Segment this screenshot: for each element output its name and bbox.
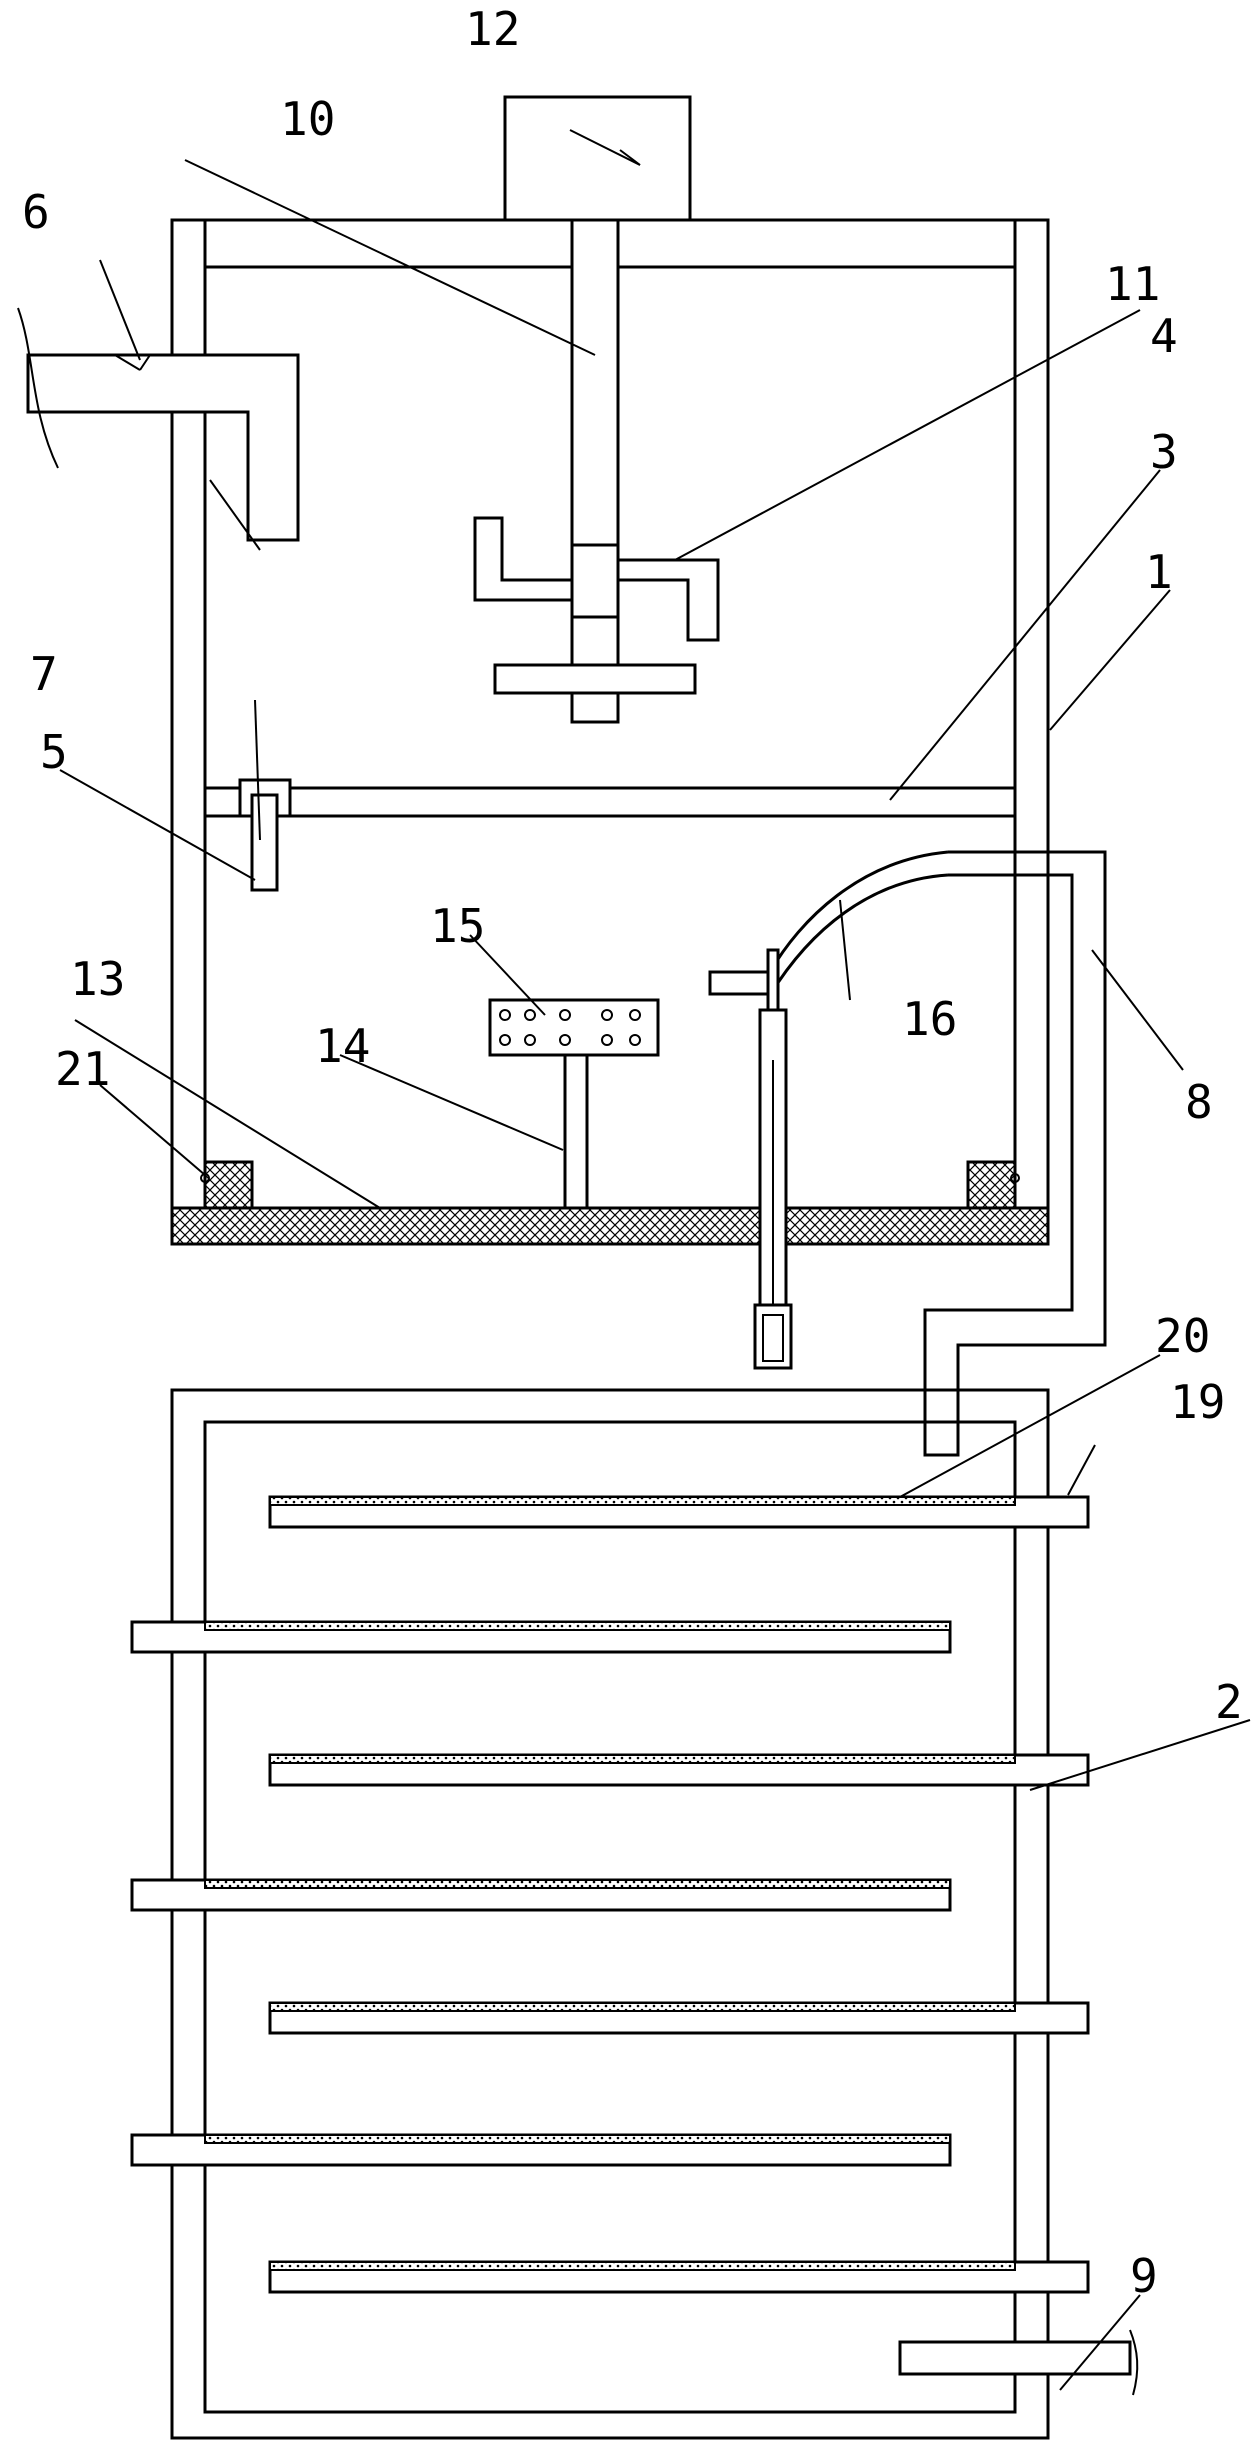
tray-3 xyxy=(268,1753,1090,1787)
label-4: 4 xyxy=(1150,309,1178,363)
tray-6 xyxy=(130,2133,952,2167)
label-13: 13 xyxy=(70,952,125,1006)
tray-5 xyxy=(268,2001,1090,2035)
label-15: 15 xyxy=(430,899,485,953)
label-19: 19 xyxy=(1170,1375,1225,1429)
label-14: 14 xyxy=(315,1019,370,1073)
label-5: 5 xyxy=(40,725,68,779)
feed-pipe xyxy=(17,307,300,542)
outlet-pipe xyxy=(898,2329,1139,2396)
discharge-valve xyxy=(238,778,292,892)
label-3: 3 xyxy=(1150,425,1178,479)
label-8: 8 xyxy=(1185,1075,1213,1129)
label-6: 6 xyxy=(22,185,50,239)
bottom-filter-plate xyxy=(170,1160,1050,1246)
tray-7 xyxy=(268,2260,1090,2294)
label-9: 9 xyxy=(1130,2249,1158,2303)
spray-nozzle-holes xyxy=(499,1009,641,1046)
tray-1 xyxy=(268,1495,1090,1529)
motor xyxy=(503,95,692,222)
label-7: 7 xyxy=(30,647,58,701)
label-2: 2 xyxy=(1215,1675,1243,1729)
partition-plate xyxy=(203,786,1017,818)
stirring-blades xyxy=(473,516,720,695)
label-20: 20 xyxy=(1155,1309,1210,1363)
label-16: 16 xyxy=(902,992,957,1046)
leader-lines xyxy=(59,129,1251,2391)
label-1: 1 xyxy=(1145,545,1173,599)
spray-head-assembly xyxy=(488,998,660,1210)
label-12: 12 xyxy=(465,2,520,56)
label-10: 10 xyxy=(280,92,335,146)
suction-hose xyxy=(708,850,949,1370)
stirring-shaft xyxy=(570,218,620,724)
part-labels: 1 2 3 4 5 6 7 8 9 10 11 12 13 14 15 16 1… xyxy=(22,2,1243,2303)
tray-2 xyxy=(130,1620,952,1654)
lower-box xyxy=(170,1388,1050,2440)
label-21: 21 xyxy=(55,1042,110,1096)
trays xyxy=(130,1495,1090,2294)
connecting-pipe xyxy=(923,850,1107,1457)
label-11: 11 xyxy=(1105,257,1160,311)
tray-4 xyxy=(130,1878,952,1912)
